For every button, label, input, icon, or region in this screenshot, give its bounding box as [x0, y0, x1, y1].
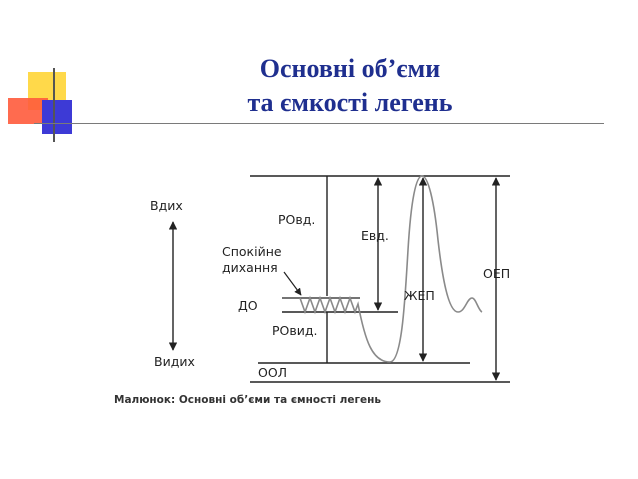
- label-tlc: ОЕП: [483, 266, 510, 281]
- label-vc: ЖЕП: [404, 288, 435, 303]
- label-exhale: Видих: [154, 354, 195, 369]
- spirogram-curve: [299, 175, 483, 363]
- label-quiet-breathing-1: Спокійне: [222, 244, 282, 259]
- label-tidal: ДО: [238, 298, 258, 313]
- decoration-red-rectangle: [8, 98, 48, 124]
- label-ic: Евд.: [361, 228, 389, 243]
- title-line-1: Основні об’єми: [259, 54, 441, 83]
- figure-caption: Малюнок: Основні об’єми та ємності леген…: [114, 394, 381, 406]
- quiet-breathing-pointer: [283, 271, 302, 296]
- slide-title: Основні об’єми та ємкості легень: [150, 52, 550, 120]
- label-erv: РОвид.: [272, 323, 317, 338]
- label-inhale: Вдих: [150, 198, 183, 213]
- label-quiet-breathing-2: дихання: [222, 260, 278, 275]
- decoration-blue-square: [42, 100, 72, 134]
- label-rv: ООЛ: [258, 365, 287, 380]
- label-irv: РОвд.: [278, 212, 315, 227]
- title-line-2: та ємкості легень: [247, 88, 453, 117]
- title-underline: [34, 123, 604, 124]
- decoration-vertical-line: [53, 68, 55, 142]
